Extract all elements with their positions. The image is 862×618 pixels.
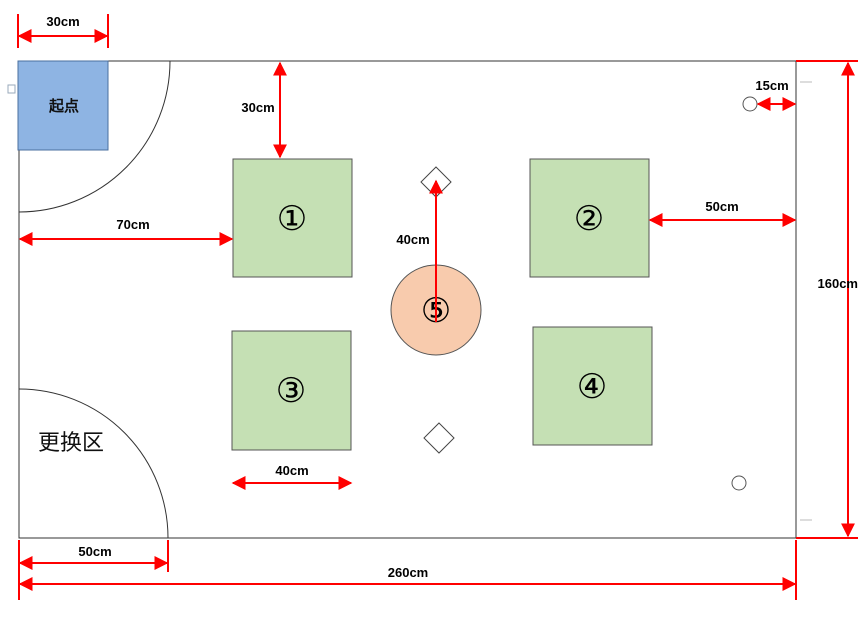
dim-label-top-gap: 30cm [241,100,274,115]
swap-zone-label: 更换区 [38,431,104,456]
box-4-label: ④ [577,367,607,407]
start-label: 起点 [48,97,79,115]
small-circle-top-right [742,96,758,112]
box-4: ④ [532,326,653,446]
dim-label-center-dist: 40cm [396,232,429,247]
start-box: 起点 [17,60,109,151]
dim-label-right-gap: 50cm [705,199,738,214]
small-circle-bottom-right [731,475,747,491]
swap-zone-arc [18,388,169,539]
dim-label-box-width: 40cm [275,463,308,478]
dim-label-swap-radius: 50cm [78,544,111,559]
box-2: ② [529,158,650,278]
box-1-label: ① [277,199,307,239]
dim-label-corner-circle: 15cm [755,78,788,93]
dim-label-start-width: 30cm [46,14,79,29]
start-zone-arc [18,60,171,213]
dim-label-height: 160cm [818,276,858,291]
box-1: ① [232,158,353,278]
box-2-label: ② [574,199,604,239]
dim-label-left-gap: 70cm [116,217,149,232]
box-3: ③ [231,330,352,451]
diamond-marker-bottom [423,422,455,454]
field-border [18,60,797,539]
page-mark-icon [7,84,16,94]
box-3-label: ③ [276,371,306,411]
dim-label-total-width: 260cm [388,565,428,580]
